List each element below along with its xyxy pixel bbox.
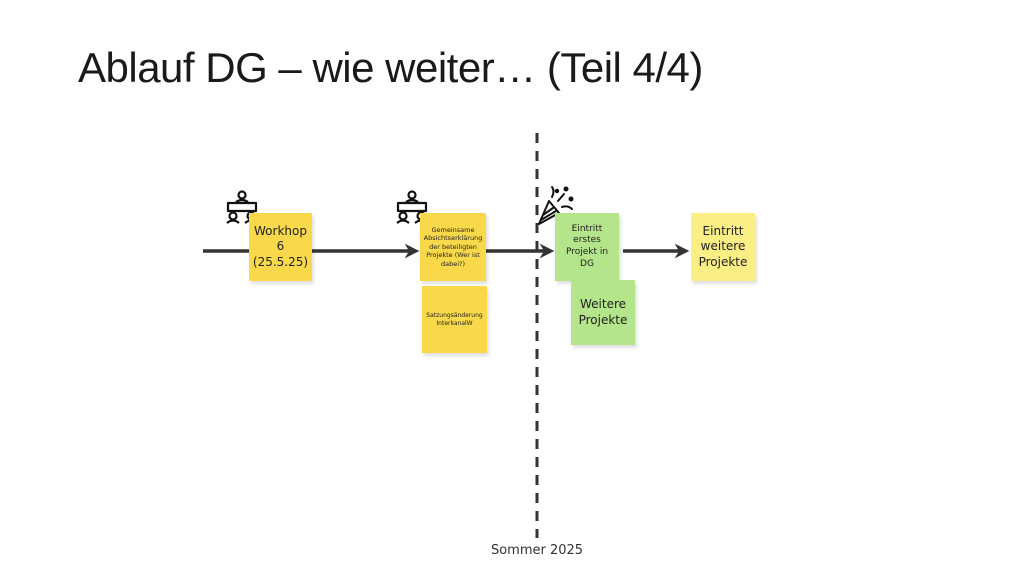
sticky-note-first-project: Eintritt erstes Projekt in DG — [555, 213, 619, 281]
sticky-note-workshop: Workhop 6 (25.5.25) — [249, 213, 312, 281]
party-popper-icon — [538, 186, 574, 225]
milestone-label: Sommer 2025 — [490, 543, 584, 558]
slide-title: Ablauf DG – wie weiter… (Teil 4/4) — [78, 44, 703, 91]
sticky-note-declaration: Gemeinsame Absichtserklärung der beteili… — [420, 213, 486, 281]
sticky-note-more-projects: Weitere Projekte — [571, 280, 635, 345]
meeting-icon — [396, 190, 428, 224]
sticky-note-statute: Satzungsänderung InterkanalW — [422, 286, 487, 353]
sticky-note-further-entry: Eintritt weitere Projekte — [691, 213, 755, 281]
